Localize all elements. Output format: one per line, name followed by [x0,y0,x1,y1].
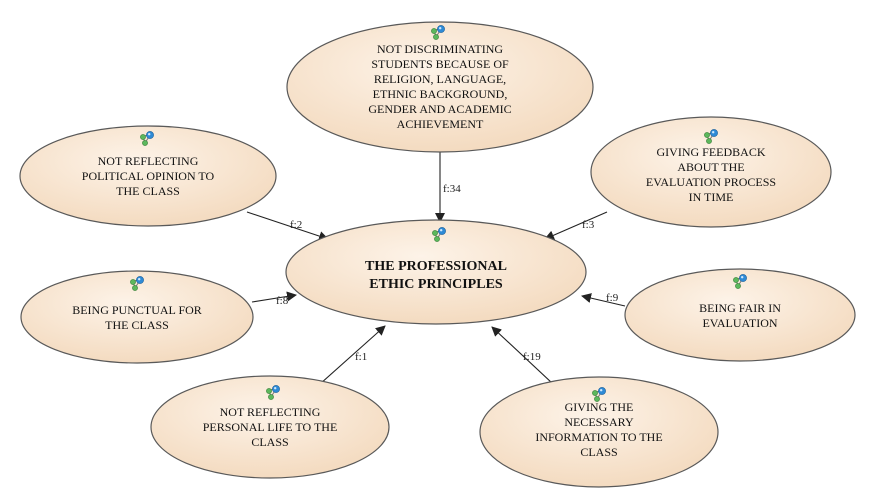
edge-political [246,211,329,241]
node-label-personal: NOT REFLECTING PERSONAL LIFE TO THE CLAS… [202,405,338,449]
node-label-fair: BEING FAIR IN EVALUATION [699,301,781,330]
edge-label-political: f:2 [290,219,303,231]
edge-label-discrimination: f:34 [443,183,461,195]
edge-label-punctual: f:8 [276,295,289,307]
edge-label-information: f:19 [523,351,541,363]
node-feedback[interactable] [590,116,832,228]
edge-label-feedback: f:3 [582,219,595,231]
node-label-punctual: BEING PUNCTUAL FOR THE CLASS [72,303,202,332]
center-node[interactable] [285,219,587,325]
node-personal[interactable] [150,375,390,479]
node-discrimination[interactable] [286,21,594,153]
edge-label-personal: f:1 [355,351,368,363]
node-label-discrimination: NOT DISCRIMINATING STUDENTS BECAUSE OF R… [368,42,512,131]
edge-personal [319,325,386,385]
edge-fair [581,293,626,307]
node-punctual[interactable] [20,270,254,364]
edge-punctual [251,291,297,303]
node-fair[interactable] [624,268,856,362]
node-information[interactable] [479,376,719,488]
edge-information [491,326,553,384]
node-label-feedback: GIVING FEEDBACK ABOUT THE EVALUATION PRO… [645,145,777,204]
node-label-political: NOT REFLECTING POLITICAL OPINION TO THE … [81,154,215,198]
node-label-information: GIVING THE NECESSARY INFORMATION TO THE … [535,400,663,459]
node-political[interactable] [19,125,277,227]
edge-label-fair: f:9 [606,292,619,304]
edge-feedback [544,211,608,240]
center-node-label: THE PROFESSIONAL ETHIC PRINCIPLES [365,259,507,292]
